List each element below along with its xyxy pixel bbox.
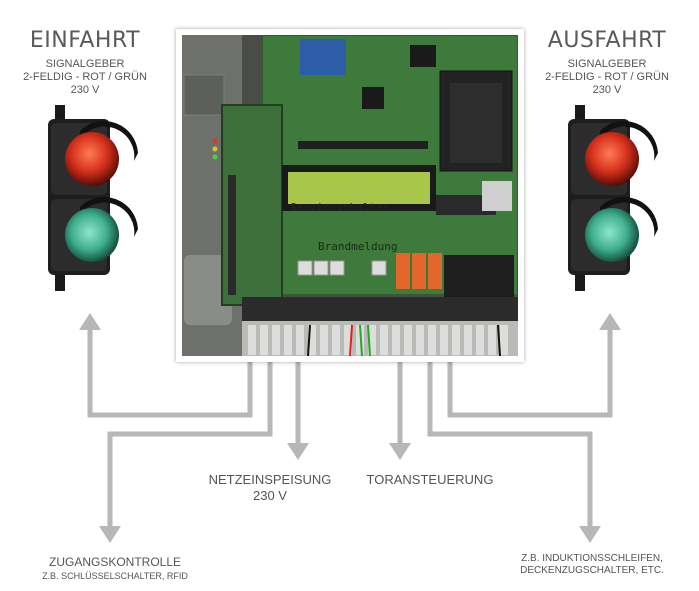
red-lamp	[585, 132, 639, 186]
arrowhead-up-right	[599, 313, 621, 330]
right-title: AUSFAHRT	[537, 28, 677, 53]
sensors-line: Z.B. INDUKTIONSSCHLEIFEN,	[495, 553, 689, 565]
left-title: EINFAHRT	[15, 28, 155, 53]
power-label: NETZEINSPEISUNG 230 V	[195, 472, 345, 504]
arrow-to-access-control	[110, 362, 270, 532]
right-desc-line: SIGNALGEBER	[527, 58, 687, 71]
green-lamp	[65, 208, 119, 262]
red-lamp	[65, 132, 119, 186]
arrowhead-down-access	[99, 526, 121, 543]
arrowhead-down-sensors	[579, 526, 601, 543]
power-label-line: NETZEINSPEISUNG	[195, 472, 345, 488]
lcd-line-2: Brandmeldung	[290, 240, 430, 253]
gate-control-label: TORANSTEUERUNG	[350, 472, 510, 488]
green-lamp	[585, 208, 639, 262]
arrowhead-up-left	[79, 313, 101, 330]
access-control-sub: Z.B. SCHLÜSSELSCHALTER, RFID	[20, 570, 210, 582]
controller-board: Serviceschalter Brandmeldung	[182, 35, 518, 356]
left-traffic-light	[40, 105, 150, 295]
arrow-to-sensors	[430, 362, 590, 532]
sensors-line: DECKENZUGSCHALTER, ETC.	[495, 565, 689, 577]
right-description: SIGNALGEBER 2-FELDIG - ROT / GRÜN 230 V	[527, 58, 687, 97]
left-description: SIGNALGEBER 2-FELDIG - ROT / GRÜN 230 V	[5, 58, 165, 97]
right-desc-line: 230 V	[527, 84, 687, 97]
sensors-label: Z.B. INDUKTIONSSCHLEIFEN, DECKENZUGSCHAL…	[495, 553, 689, 577]
right-traffic-light	[560, 105, 670, 295]
right-desc-line: 2-FELDIG - ROT / GRÜN	[527, 71, 687, 84]
lcd-line-1: Serviceschalter	[290, 201, 430, 214]
left-desc-line: 2-FELDIG - ROT / GRÜN	[5, 71, 165, 84]
access-control-label: ZUGANGSKONTROLLE Z.B. SCHLÜSSELSCHALTER,…	[20, 554, 210, 582]
power-label-line: 230 V	[195, 488, 345, 504]
lcd-display: Serviceschalter Brandmeldung	[290, 175, 430, 279]
left-desc-line: 230 V	[5, 84, 165, 97]
arrowhead-down-power	[287, 443, 309, 460]
left-desc-line: SIGNALGEBER	[5, 58, 165, 71]
arrowhead-down-gate	[389, 443, 411, 460]
access-control-title: ZUGANGSKONTROLLE	[20, 554, 210, 570]
